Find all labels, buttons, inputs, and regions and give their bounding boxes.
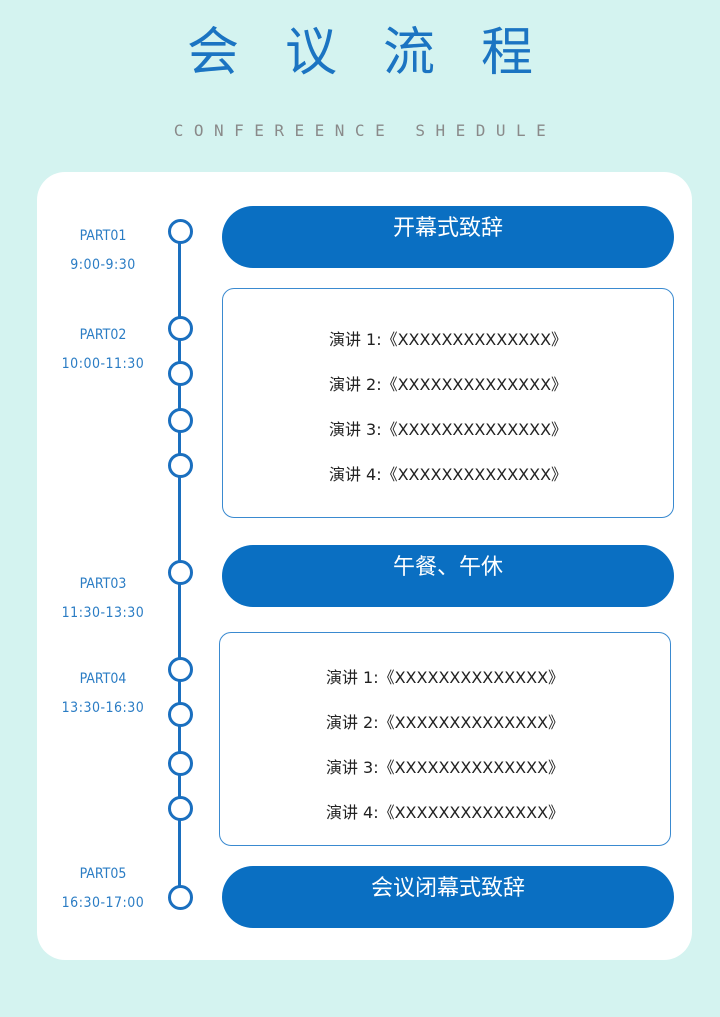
part-time: 10:00-11:30: [61, 356, 145, 372]
part-time: 13:30-16:30: [61, 700, 145, 716]
timeline-node-icon: [167, 218, 193, 244]
opening-session-pill: 开幕式致辞: [222, 206, 674, 268]
lunch-break-pill: 午餐、午休: [222, 545, 674, 607]
timeline-node-icon: [167, 315, 193, 341]
talk-item: 演讲 1:《XXXXXXXXXXXXXX》: [325, 668, 565, 687]
part-name: PART04: [79, 671, 127, 687]
talk-item: 演讲 2:《XXXXXXXXXXXXXX》: [328, 375, 568, 394]
timeline-node-icon: [167, 656, 193, 682]
timeline-node-icon: [167, 701, 193, 727]
talk-item: 演讲 4:《XXXXXXXXXXXXXX》: [328, 465, 568, 484]
timeline-node-icon: [167, 884, 193, 910]
talk-item: 演讲 1:《XXXXXXXXXXXXXX》: [328, 330, 568, 349]
part-label-5: PART05 16:30-17:00: [48, 865, 158, 912]
timeline-node-icon: [167, 407, 193, 433]
part-name: PART02: [79, 327, 127, 343]
page-subtitle: CONFEREENCE SHEDULE: [173, 121, 557, 140]
part-name: PART05: [79, 866, 127, 882]
page-title: 会议流程: [186, 23, 579, 83]
talk-item: 演讲 4:《XXXXXXXXXXXXXX》: [325, 803, 565, 822]
closing-session-pill: 会议闭幕式致辞: [222, 866, 674, 928]
morning-talks-box: 演讲 1:《XXXXXXXXXXXXXX》 演讲 2:《XXXXXXXXXXXX…: [222, 288, 674, 518]
part-label-1: PART01 9:00-9:30: [48, 227, 158, 274]
timeline-node-icon: [167, 360, 193, 386]
timeline-node-icon: [167, 750, 193, 776]
part-time: 11:30-13:30: [61, 605, 145, 621]
timeline-node-icon: [167, 795, 193, 821]
part-label-4: PART04 13:30-16:30: [48, 670, 158, 717]
talk-item: 演讲 3:《XXXXXXXXXXXXXX》: [325, 758, 565, 777]
talk-item: 演讲 3:《XXXXXXXXXXXXXX》: [328, 420, 568, 439]
part-label-2: PART02 10:00-11:30: [48, 326, 158, 373]
timeline-node-icon: [167, 452, 193, 478]
part-name: PART01: [79, 228, 127, 244]
part-label-3: PART03 11:30-13:30: [48, 575, 158, 622]
timeline-node-icon: [167, 559, 193, 585]
talk-item: 演讲 2:《XXXXXXXXXXXXXX》: [325, 713, 565, 732]
part-time: 9:00-9:30: [70, 257, 136, 273]
part-name: PART03: [79, 576, 127, 592]
part-time: 16:30-17:00: [61, 895, 145, 911]
afternoon-talks-box: 演讲 1:《XXXXXXXXXXXXXX》 演讲 2:《XXXXXXXXXXXX…: [219, 632, 671, 846]
